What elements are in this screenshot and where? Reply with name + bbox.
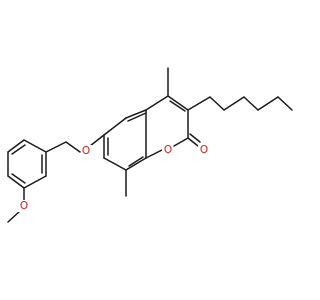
bond	[145, 149, 163, 159]
coumarin-core	[103, 95, 201, 171]
bond	[257, 96, 279, 111]
bond	[187, 137, 199, 147]
bond	[127, 112, 147, 122]
bond	[209, 96, 225, 111]
bond	[7, 175, 25, 189]
bond	[11, 144, 26, 155]
bond	[23, 139, 47, 153]
ring-oxygen-label: O	[164, 144, 172, 156]
ether-oxygen-label: O	[82, 145, 90, 157]
bond	[125, 157, 147, 171]
benzyloxy-linker	[45, 134, 105, 153]
bond	[65, 141, 81, 153]
bond	[145, 95, 169, 111]
bond	[189, 133, 201, 143]
atom-labels: O O O O	[18, 142, 210, 212]
bond	[23, 175, 47, 189]
bond	[243, 96, 259, 111]
bond	[128, 156, 144, 167]
bond	[11, 173, 26, 184]
bond	[125, 109, 147, 119]
bond	[7, 139, 25, 153]
bond	[277, 96, 293, 111]
bond	[45, 141, 67, 153]
methoxyphenyl-ring	[7, 139, 47, 189]
hexyl-chain	[187, 96, 293, 111]
methoxy-group	[7, 187, 25, 223]
molecule-canvas: O O O O	[7, 67, 293, 223]
bond	[103, 157, 127, 171]
structure-diagram: O O O O	[7, 67, 293, 223]
bond	[223, 96, 245, 111]
bond	[187, 96, 211, 111]
bond	[167, 95, 189, 111]
bond	[173, 137, 189, 147]
bond	[103, 117, 127, 136]
methyl-groups	[125, 67, 169, 197]
bond	[7, 210, 21, 223]
carbonyl-oxygen-label: O	[200, 144, 208, 156]
bond	[169, 100, 186, 112]
bond	[89, 134, 105, 147]
methoxy-oxygen-label: O	[20, 200, 28, 212]
